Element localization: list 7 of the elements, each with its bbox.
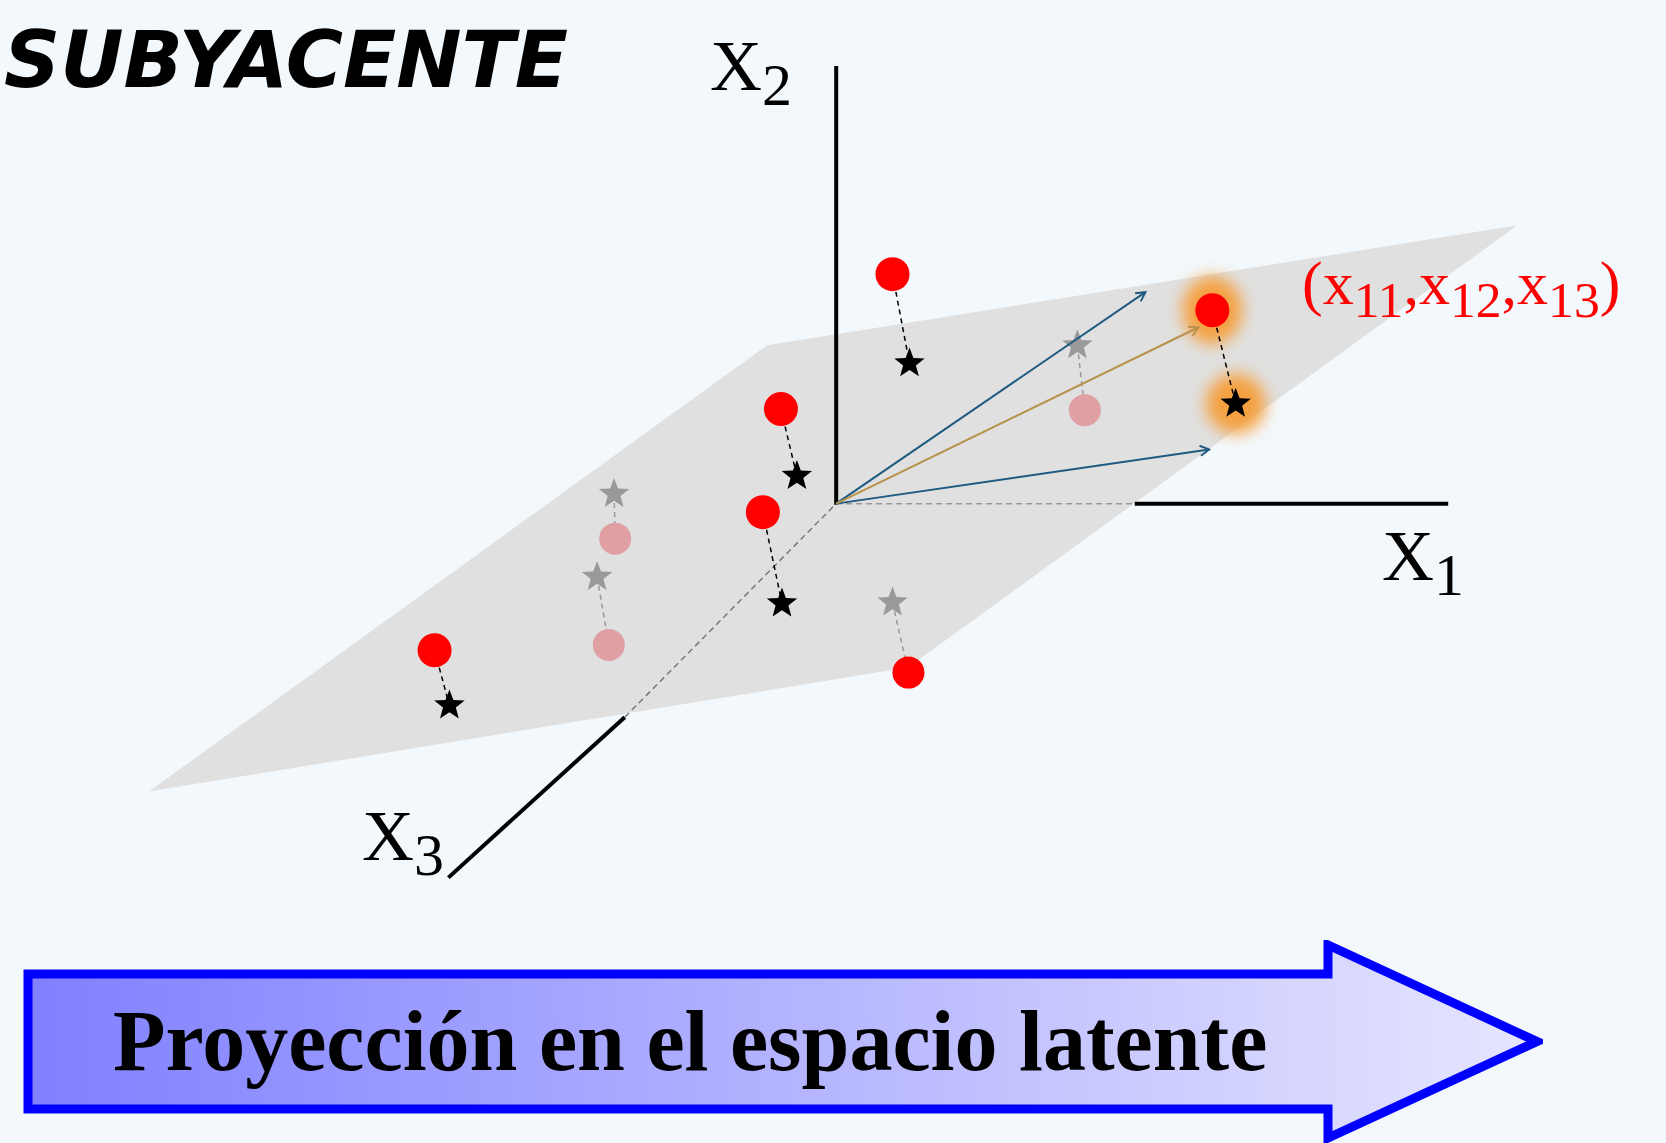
axis-label: X$_{1}$ — [1382, 520, 1464, 606]
banner-text: Proyección en el espacio latente — [113, 991, 1268, 1091]
axis-label: X$_{2}$ — [710, 30, 792, 116]
heading: SUBYACENTE — [4, 18, 568, 104]
coordinate-label: (x$_{11}$,x$_{12}$,x$_{13}$) — [1302, 252, 1621, 327]
axis-label: X$_{3}$ — [362, 800, 444, 886]
banner-arrow — [23, 940, 1543, 1143]
